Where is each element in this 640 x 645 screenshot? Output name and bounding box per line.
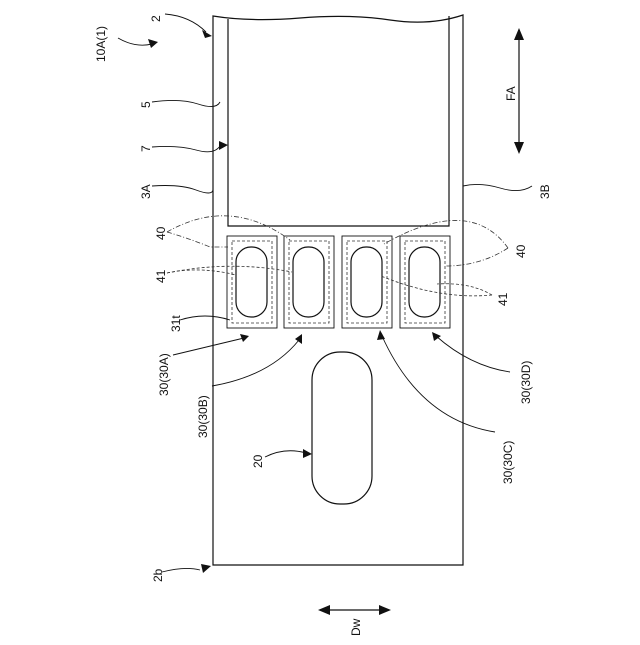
cell-30c: [342, 236, 392, 328]
cell-30b: [284, 236, 334, 328]
element-20: [312, 352, 372, 504]
label-edge-7: 7: [139, 145, 153, 152]
label-30c: 30(30C): [501, 441, 515, 484]
label-20: 20: [251, 454, 265, 468]
label-strip: 2: [149, 15, 163, 22]
label-41-right: 41: [496, 292, 510, 306]
label-device: 10A(1): [94, 26, 108, 62]
label-30d: 30(30D): [519, 361, 533, 404]
dw-arrow: [318, 605, 391, 615]
label-dw: Dw: [349, 618, 363, 636]
label-layer-5: 5: [139, 101, 153, 108]
label-side-3a: 3A: [139, 184, 153, 199]
label-fa: FA: [504, 86, 518, 101]
cell-30a: [227, 236, 277, 328]
label-30b: 30(30B): [196, 395, 210, 438]
cell-30d: [400, 236, 450, 328]
label-30a: 30(30A): [157, 353, 171, 396]
layer-5-outline: [228, 16, 449, 226]
label-2b: 2b: [151, 568, 165, 582]
leader-lines: [118, 14, 532, 573]
label-41-left: 41: [154, 269, 168, 283]
label-side-3b: 3B: [538, 184, 552, 199]
label-40-left: 40: [154, 226, 168, 240]
label-40-right: 40: [514, 244, 528, 258]
label-31t: 31t: [169, 315, 183, 332]
